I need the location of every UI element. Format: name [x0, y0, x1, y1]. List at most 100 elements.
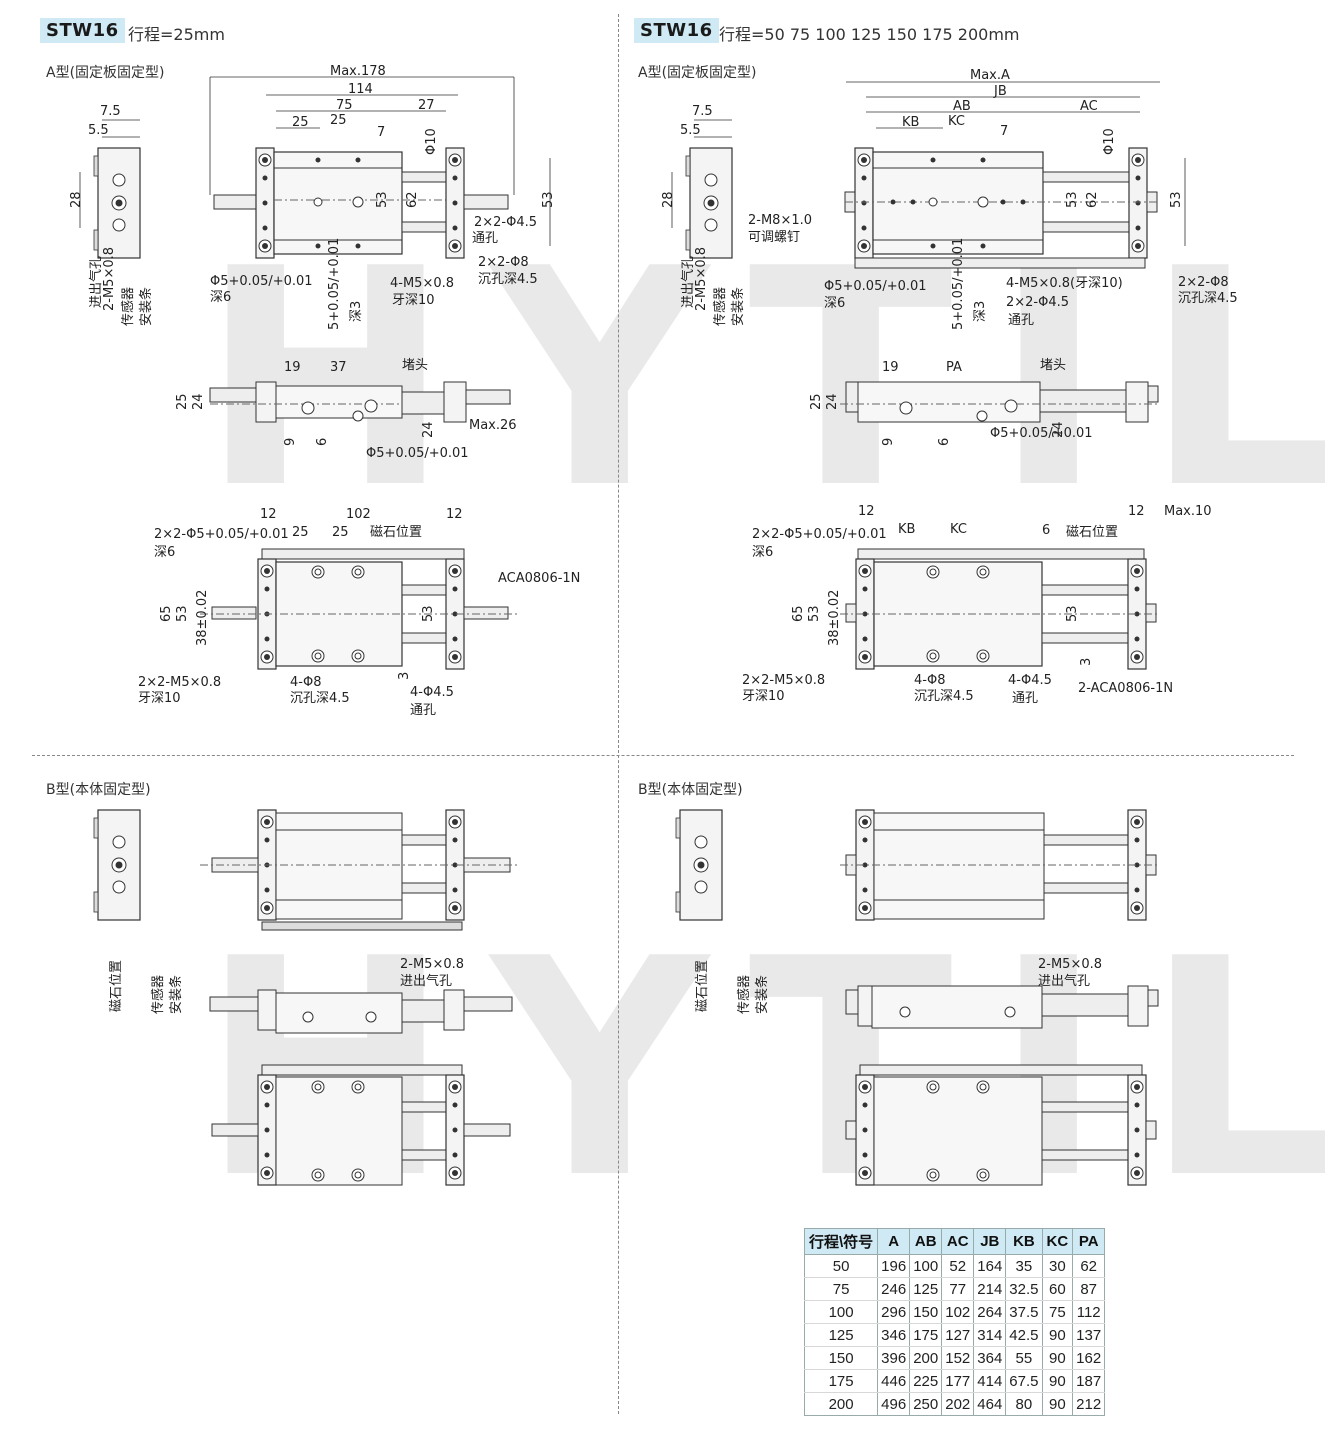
callout-cb45-r: 沉孔深4.5 [914, 689, 974, 704]
table-cell: 225 [909, 1369, 943, 1393]
dim-9-r: 9 [881, 438, 896, 446]
table-cell: 246 [877, 1277, 911, 1301]
callout-sensor-mount-r: 安装条 [730, 287, 746, 326]
table-cell: 112 [1072, 1300, 1106, 1324]
callout-2x2-m5: 2×2-M5×0.8 [138, 675, 221, 690]
callout-through-r: 通孔 [1008, 313, 1034, 328]
callout-sensor: 传感器 [120, 287, 136, 326]
callout-counterbore: 沉孔深4.5 [478, 272, 538, 287]
table-cell: 37.5 [1005, 1300, 1043, 1324]
table-cell: 125 [909, 1277, 943, 1301]
dim-53-inner: 53 [375, 191, 390, 208]
table-cell: 152 [941, 1346, 975, 1370]
table-header: A [877, 1228, 911, 1255]
table-cell: 196 [877, 1254, 911, 1278]
horizontal-divider [32, 755, 1294, 756]
dim-25a: 25 [292, 115, 309, 130]
dim-max10: Max.10 [1164, 504, 1212, 519]
table-cell: 75 [1041, 1300, 1074, 1324]
callout-2x2-phi5: 2×2-Φ5+0.05/+0.01 [154, 527, 289, 542]
dim-53-b-r: 53 [807, 605, 822, 622]
dim-62: 62 [405, 191, 420, 208]
callout-5-tol: 5+0.05/+0.01 [327, 238, 342, 330]
callout-plug-r: 堵头 [1040, 358, 1066, 373]
callout-depth6: 深6 [210, 290, 231, 305]
callout-2x2-m5-r: 2×2-M5×0.8 [742, 673, 825, 688]
left-stroke-label: 行程=25mm [128, 25, 225, 44]
callout-phi5-r: Φ5+0.05/+0.01 [824, 279, 927, 294]
table-header: KC [1041, 1228, 1074, 1255]
dim-5-5: 5.5 [88, 123, 109, 138]
table-cell: 55 [1005, 1346, 1043, 1370]
dim-37: 37 [330, 360, 347, 375]
table-cell: 90 [1041, 1392, 1074, 1416]
dim-24-side: 24 [191, 393, 206, 410]
right-a-type-label: A型(固定板固定型) [638, 65, 757, 81]
table-cell: 87 [1072, 1277, 1106, 1301]
callout-cb45: 沉孔深4.5 [290, 691, 350, 706]
table-cell: 90 [1041, 1346, 1074, 1370]
callout-thread-depth: 牙深10 [392, 293, 435, 308]
table-header: PA [1072, 1228, 1106, 1255]
table-cell: 187 [1072, 1369, 1106, 1393]
dim-7: 7 [377, 125, 385, 140]
dim-AB: AB [953, 99, 971, 114]
table-cell: 464 [973, 1392, 1007, 1416]
callout-4-phi4-5: 4-Φ4.5 [410, 685, 454, 700]
dim-27: 27 [418, 98, 435, 113]
table-cell: 150 [909, 1300, 943, 1324]
table-cell: 162 [1072, 1346, 1106, 1370]
table-cell: 90 [1041, 1369, 1074, 1393]
dim-KB: KB [902, 115, 919, 130]
dim-24-b-r: 24 [1051, 421, 1066, 438]
b-callout-magnet-r: 磁石位置 [695, 960, 710, 1012]
dim-25b: 25 [330, 113, 347, 128]
dim-7-5-r: 7.5 [692, 104, 713, 119]
table-cell: 364 [973, 1346, 1007, 1370]
callout-aca0806: ACA0806-1N [498, 571, 580, 586]
table-cell: 100 [803, 1300, 879, 1324]
callout-through2: 通孔 [410, 703, 436, 718]
dim-25c: 25 [292, 525, 309, 540]
dim-53-r-outer: 53 [1169, 191, 1184, 208]
b-callout-port-label-r: 进出气孔 [1038, 973, 1090, 989]
dim-25d: 25 [332, 525, 349, 540]
dim-28-r: 28 [661, 191, 676, 208]
vertical-divider [618, 14, 619, 1414]
right-b-type-label: B型(本体固定型) [638, 782, 743, 798]
table-header: KB [1005, 1228, 1043, 1255]
callout-through-hole: 通孔 [472, 231, 498, 246]
left-a-type-label: A型(固定板固定型) [46, 65, 165, 81]
table-cell: 250 [909, 1392, 943, 1416]
table-cell: 52 [941, 1254, 975, 1278]
table-cell: 80 [1005, 1392, 1043, 1416]
table-cell: 50 [803, 1254, 879, 1278]
table-cell: 75 [803, 1277, 879, 1301]
dim-5-5-r: 5.5 [680, 123, 701, 138]
table-cell: 100 [909, 1254, 943, 1278]
table-cell: 150 [803, 1346, 879, 1370]
dim-KC-b: KC [950, 522, 967, 537]
b-callout-port-r: 2-M5×0.8 [1038, 957, 1102, 972]
table-cell: 175 [909, 1323, 943, 1347]
right-b-views [675, 809, 1160, 1186]
left-b-views [93, 809, 520, 1186]
table-cell: 200 [803, 1392, 879, 1416]
dim-7-r: 7 [1000, 124, 1008, 139]
dim-12a-r: 12 [858, 504, 875, 519]
callout-depth6b: 深6 [154, 545, 175, 560]
table-cell: 496 [877, 1392, 911, 1416]
b-callout-sensor-mount-r: 安装条 [754, 975, 770, 1014]
table-cell: 264 [973, 1300, 1007, 1324]
dim-38-r: 38±0.02 [827, 590, 842, 646]
table-cell: 125 [803, 1323, 879, 1347]
table-cell: 67.5 [1005, 1369, 1043, 1393]
dim-75: 75 [336, 98, 353, 113]
table-cell: 446 [877, 1369, 911, 1393]
table-cell: 200 [909, 1346, 943, 1370]
